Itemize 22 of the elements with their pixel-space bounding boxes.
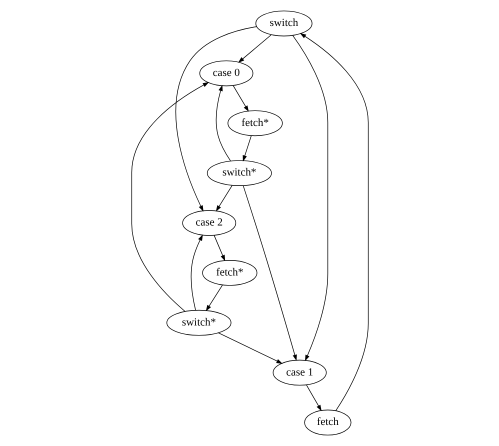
node-ellipse: fetch* xyxy=(202,260,257,286)
node-ellipse: switch xyxy=(254,10,312,36)
arrow xyxy=(292,35,328,362)
arrow xyxy=(130,82,209,312)
arrow xyxy=(205,284,222,312)
node-ellipse: case 2 xyxy=(182,210,236,236)
arrow xyxy=(299,33,368,411)
arrow xyxy=(215,185,232,212)
arrow xyxy=(213,235,225,262)
arrow xyxy=(215,84,230,162)
arrow xyxy=(232,85,248,112)
node-ellipse: switch* xyxy=(206,160,272,186)
node-ellipse: switch* xyxy=(166,310,231,336)
node-ellipse: fetch xyxy=(304,410,351,436)
arrow xyxy=(174,26,256,212)
arrow xyxy=(242,136,252,162)
arrow xyxy=(190,234,202,310)
node-ellipse: fetch* xyxy=(227,110,282,136)
arrow xyxy=(238,34,271,63)
arrow xyxy=(242,185,296,361)
arrow xyxy=(218,332,282,364)
arrow xyxy=(306,384,322,412)
